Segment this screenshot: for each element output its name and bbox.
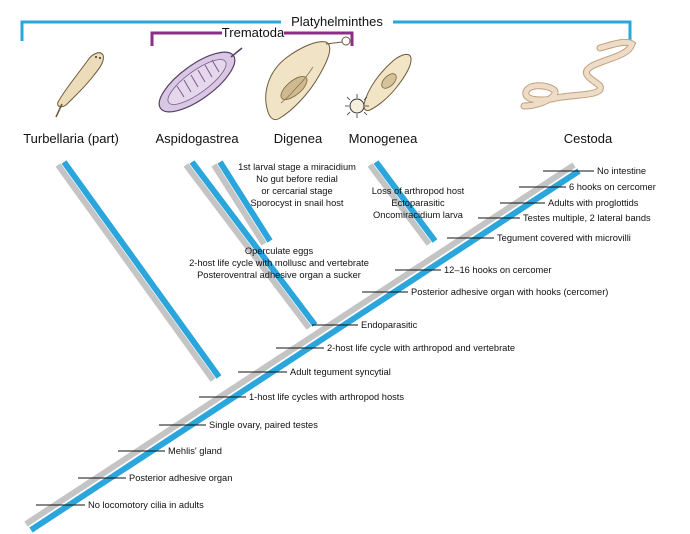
character-label: Mehlis' gland <box>168 446 222 456</box>
branch-blue-edges <box>29 160 581 533</box>
character-label: 2-host life cycle with arthropod and ver… <box>327 343 515 353</box>
character-label: 1-host life cycles with arthropod hosts <box>249 392 404 402</box>
branch-gray-shadows <box>24 162 576 527</box>
character-label: 12–16 hooks on cercomer <box>444 265 552 275</box>
character-leaders <box>36 170 594 506</box>
note-line: Loss of arthropod host <box>372 186 465 196</box>
note-line: Sporocyst in snail host <box>250 198 343 208</box>
character-label: No locomotory cilia in adults <box>88 500 204 510</box>
turbellarian-flatworm-illustration <box>55 52 104 118</box>
note-line: Oncomiracidium larva <box>373 210 464 220</box>
note-line: or cercarial stage <box>261 186 332 196</box>
trematoda-label: Trematoda <box>222 25 285 40</box>
digenea-node-notes: 1st larval stage a miracidium No gut bef… <box>238 162 356 208</box>
character-label: Adults with proglottids <box>548 198 639 208</box>
trematoda-bracket: Trematoda <box>150 25 354 46</box>
taxon-monogenea: Monogenea <box>349 131 418 146</box>
monogenea-node-notes: Loss of arthropod host Ectoparasitic Onc… <box>372 186 465 220</box>
taxon-cestoda: Cestoda <box>564 131 613 146</box>
note-line: Operculate eggs <box>245 246 314 256</box>
character-label: Posterior adhesive organ <box>129 473 232 483</box>
taxon-turbellaria: Turbellaria (part) <box>23 131 119 146</box>
character-label: Single ovary, paired testes <box>209 420 318 430</box>
character-label: Testes multiple, 2 lateral bands <box>523 213 651 223</box>
character-label: Tegument covered with microvilli <box>497 233 631 243</box>
note-line: 2-host life cycle with mollusc and verte… <box>189 258 369 268</box>
platyhelminthes-label: Platyhelminthes <box>291 14 383 29</box>
character-label: No intestine <box>597 166 646 176</box>
character-label: 6 hooks on cercomer <box>569 182 656 192</box>
taxon-digenea: Digenea <box>274 131 323 146</box>
trematoda-node-notes: Operculate eggs 2-host life cycle with m… <box>189 246 369 280</box>
note-line: Ectoparasitic <box>391 198 445 208</box>
tapeworm-illustration <box>520 38 637 110</box>
character-label: Posterior adhesive organ with hooks (cer… <box>411 287 608 297</box>
note-line: No gut before redial <box>256 174 338 184</box>
platyhelminthes-bracket: Platyhelminthes <box>20 14 632 41</box>
tree-branches <box>24 160 581 533</box>
aspidogastrean-illustration <box>158 47 243 113</box>
monogenean-illustration <box>345 53 412 118</box>
character-label: Endoparasitic <box>361 320 418 330</box>
note-line: Posteroventral adhesive organ a sucker <box>197 270 361 280</box>
taxon-aspidogastrea: Aspidogastrea <box>155 131 239 146</box>
digenean-fluke-illustration <box>265 36 351 121</box>
note-line: 1st larval stage a miracidium <box>238 162 356 172</box>
character-label: Adult tegument syncytial <box>290 367 391 377</box>
